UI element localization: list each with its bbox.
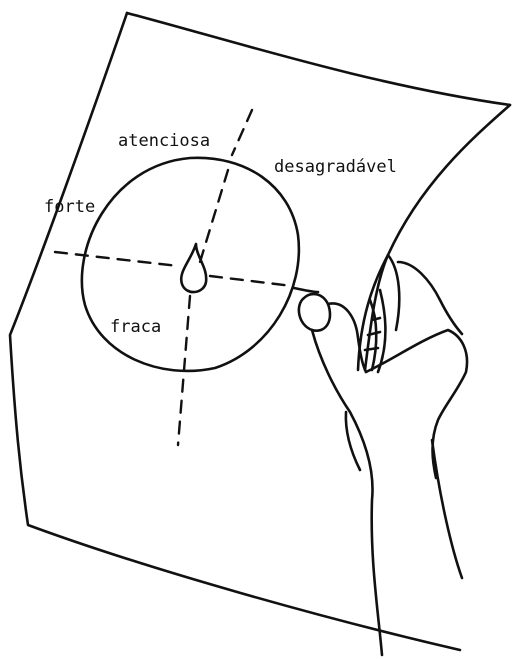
label-atenciosa: atenciosa — [118, 131, 210, 151]
hand — [299, 262, 467, 655]
label-forte: forte — [44, 197, 95, 217]
circle-outline — [82, 158, 299, 371]
paper-curl — [358, 255, 399, 372]
label-fraca: fraca — [110, 317, 161, 337]
paper-sheet — [10, 13, 510, 650]
pointer-stroke — [294, 288, 318, 292]
label-desagradavel: desagradável — [274, 157, 397, 177]
